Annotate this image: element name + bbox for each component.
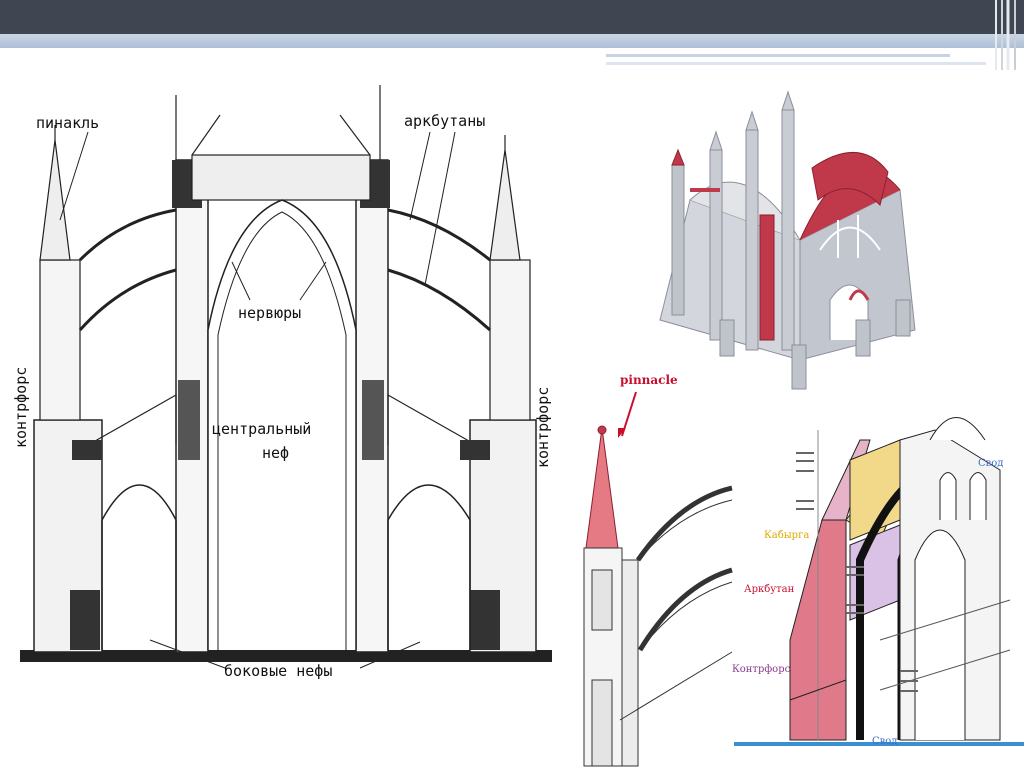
pinnacle-detail-illustration <box>583 425 733 767</box>
cathedral-cross-section-diagram <box>20 85 552 669</box>
label-flying-buttresses: аркбутаны <box>404 112 485 130</box>
label-buttress-left: контрфорс <box>12 367 30 448</box>
label-buttress-right: контрфорс <box>534 387 552 468</box>
label-central-nave-line2: неф <box>262 444 289 462</box>
small-annotation-marks <box>796 452 918 692</box>
arrow-head <box>618 428 626 438</box>
label-vault-bottom: Свод <box>872 736 897 747</box>
label-central-nave-line1: центральный <box>212 420 311 438</box>
right-buttress <box>469 135 537 653</box>
cathedral-3d-model-illustration <box>659 90 916 390</box>
corner-decor <box>995 0 1016 70</box>
label-pinnacle-en: pinnacle <box>620 373 678 387</box>
decor-line <box>606 54 950 57</box>
label-kontrfors: Контрфорс <box>732 664 791 675</box>
label-side-naves: боковые нефы <box>224 662 332 680</box>
title-bar-strip <box>0 34 1024 48</box>
label-vault-top: Свод <box>978 458 1003 469</box>
gothic-structure-colored-diagram <box>789 417 1011 741</box>
decor-line <box>606 62 986 65</box>
label-kabyrga: Кабырга <box>764 530 809 541</box>
accent-line <box>734 742 1024 746</box>
label-pinnacle: пинакль <box>36 114 99 132</box>
left-buttress <box>33 125 103 653</box>
label-arkbutan: Аркбутан <box>744 584 795 595</box>
title-bar <box>0 0 1024 34</box>
label-ribs: нервюры <box>238 304 301 322</box>
